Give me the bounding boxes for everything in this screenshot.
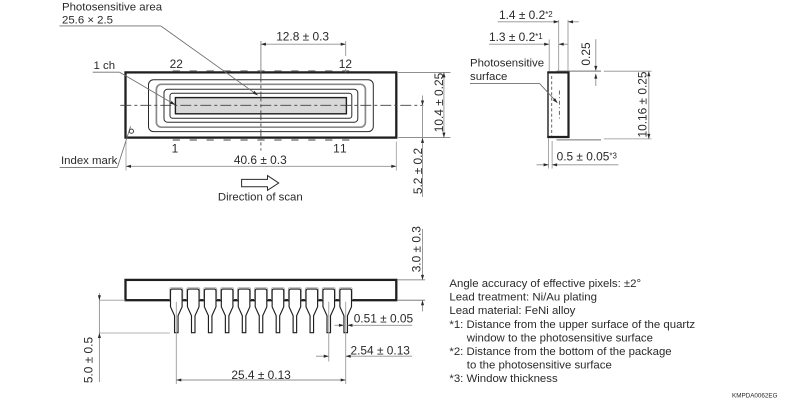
svg-text:3.0 ± 0.3: 3.0 ± 0.3 (410, 226, 424, 273)
svg-text:KMPDA0062EG: KMPDA0062EG (732, 392, 778, 399)
svg-text:to the photosensitive surface: to the photosensitive surface (467, 359, 612, 371)
svg-text:10.16 ± 0.25: 10.16 ± 0.25 (635, 71, 649, 137)
svg-text:*3: Window thickness: *3: Window thickness (449, 373, 558, 385)
svg-text:25.6 × 2.5: 25.6 × 2.5 (62, 14, 113, 26)
svg-text:Photosensitive area: Photosensitive area (62, 1, 163, 13)
svg-text:Photosensitive: Photosensitive (470, 57, 544, 69)
svg-text:Lead material: FeNi alloy: Lead material: FeNi alloy (449, 305, 575, 317)
svg-text:22: 22 (170, 57, 184, 71)
svg-text:Index mark: Index mark (61, 155, 118, 167)
svg-text:Lead treatment: Ni/Au plating: Lead treatment: Ni/Au plating (449, 292, 597, 304)
svg-text:25.4 ± 0.13: 25.4 ± 0.13 (231, 368, 291, 382)
svg-text:*1: Distance from the upper su: *1: Distance from the upper surface of t… (449, 319, 695, 331)
svg-text:Angle accuracy of effective pi: Angle accuracy of effective pixels: ±2° (449, 278, 641, 290)
svg-text:window to the photosensitive s: window to the photosensitive surface (466, 332, 653, 344)
svg-text:0.25: 0.25 (579, 42, 593, 66)
svg-text:11: 11 (333, 142, 348, 156)
svg-text:1: 1 (172, 142, 179, 156)
svg-text:5.2 ± 0.2: 5.2 ± 0.2 (411, 148, 425, 195)
svg-text:*2: Distance from the bottom o: *2: Distance from the bottom of the pack… (449, 346, 671, 358)
svg-text:1 ch: 1 ch (94, 60, 116, 72)
svg-text:10.4 ± 0.25: 10.4 ± 0.25 (432, 72, 446, 132)
svg-text:1.4 ± 0.2*2: 1.4 ± 0.2*2 (499, 8, 553, 22)
svg-text:12: 12 (339, 57, 353, 71)
svg-text:12.8 ± 0.3: 12.8 ± 0.3 (276, 29, 329, 43)
svg-text:2.54 ± 0.13: 2.54 ± 0.13 (351, 343, 411, 357)
svg-text:5.0 ± 0.5: 5.0 ± 0.5 (82, 337, 96, 384)
svg-text:1.3 ± 0.2*1: 1.3 ± 0.2*1 (489, 30, 543, 44)
svg-text:0.5 ± 0.05*3: 0.5 ± 0.05*3 (557, 150, 618, 164)
svg-text:Direction of scan: Direction of scan (218, 192, 303, 204)
svg-text:40.6 ± 0.3: 40.6 ± 0.3 (234, 153, 287, 167)
svg-text:0.51 ± 0.05: 0.51 ± 0.05 (354, 311, 414, 325)
svg-text:surface: surface (470, 71, 507, 83)
